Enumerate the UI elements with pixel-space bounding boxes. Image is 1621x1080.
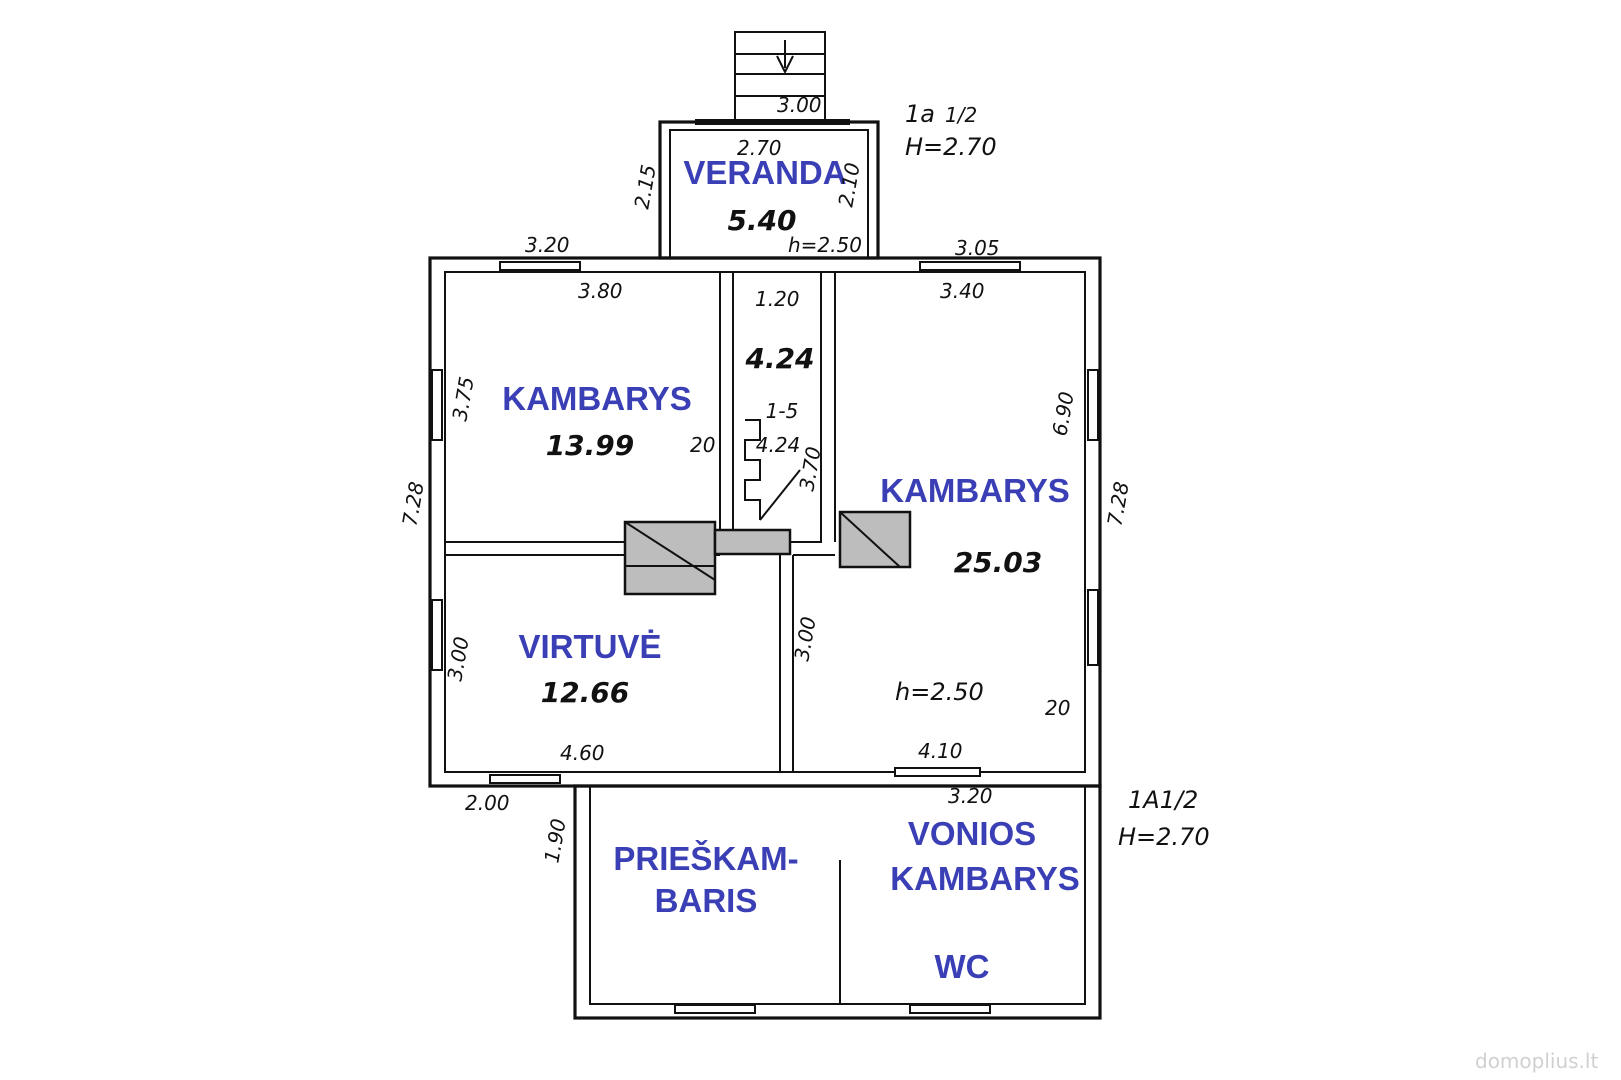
dim-annex-left: 1.90 [539,817,570,865]
room-left-label: KAMBARYS [502,380,691,417]
dim-right-room-bottom: 4.10 [918,739,963,763]
note-bottom-right-code: 1A1/2 [1128,786,1198,814]
main-walls [428,256,1102,788]
note-top-right-code: 1a [905,100,935,128]
veranda-area: 5.40 [727,204,796,237]
room-right-area: 25.03 [954,546,1043,579]
dim-left-outer-side: 7.28 [397,480,428,528]
dim-right-outer-side: 7.28 [1102,480,1133,528]
dim-wall-thick-right: 20 [1045,696,1070,720]
dim-wall-thick-left: 20 [690,433,715,457]
dim-left-room-side: 3.75 [447,375,478,423]
kitchen-label: VIRTUVĖ [518,628,661,665]
note-veranda-height: h=2.50 [788,233,862,257]
bath-label-line2: KAMBARYS [890,860,1079,897]
dim-kitchen-bottom: 4.60 [560,741,605,765]
dim-left-top-inner: 3.80 [578,279,623,303]
watermark: domoplius.lt [1475,1049,1598,1073]
bath-label-line1: VONIOS [908,815,1036,852]
kitchen-area: 12.66 [541,676,630,709]
dim-right-top-inner: 3.40 [940,279,985,303]
dim-window-bottom-left: 2.00 [465,791,510,815]
veranda-label: VERANDA [683,154,846,191]
note-top-right-height: H=2.70 [905,133,997,161]
stairs-code: 1-5 [766,399,799,423]
dim-kitchen-right: 3.00 [789,615,820,663]
hall-label-line2: BARIS [655,882,758,919]
dim-stair-width: 1.20 [755,287,800,311]
annex-walls [573,784,1102,1020]
bath-wc-label: WC [935,948,990,985]
hall-label-line1: PRIEŠKAM- [613,839,798,877]
dim-left-top-outer: 3.20 [525,233,570,257]
dim-annex-top: 3.20 [948,784,993,808]
note-bottom-right-height: H=2.70 [1118,823,1210,851]
dim-right-top-outer: 3.05 [955,236,1000,260]
stairs-area-2: 4.24 [756,433,801,457]
room-left-area: 13.99 [546,429,635,462]
dim-kitchen-left: 3.00 [442,635,473,683]
dim-veranda-left: 2.15 [629,163,660,211]
stoves [623,510,912,596]
dim-veranda-inner: 2.70 [737,136,782,160]
note-top-right-fraction: 1/2 [945,103,977,127]
note-room-height: h=2.50 [895,678,984,706]
room-right-label: KAMBARYS [880,472,1069,509]
dim-right-room-side: 6.90 [1047,390,1078,438]
windows [431,261,1099,1014]
dim-veranda-top: 3.00 [777,93,822,117]
stairs-area: 4.24 [744,342,814,375]
